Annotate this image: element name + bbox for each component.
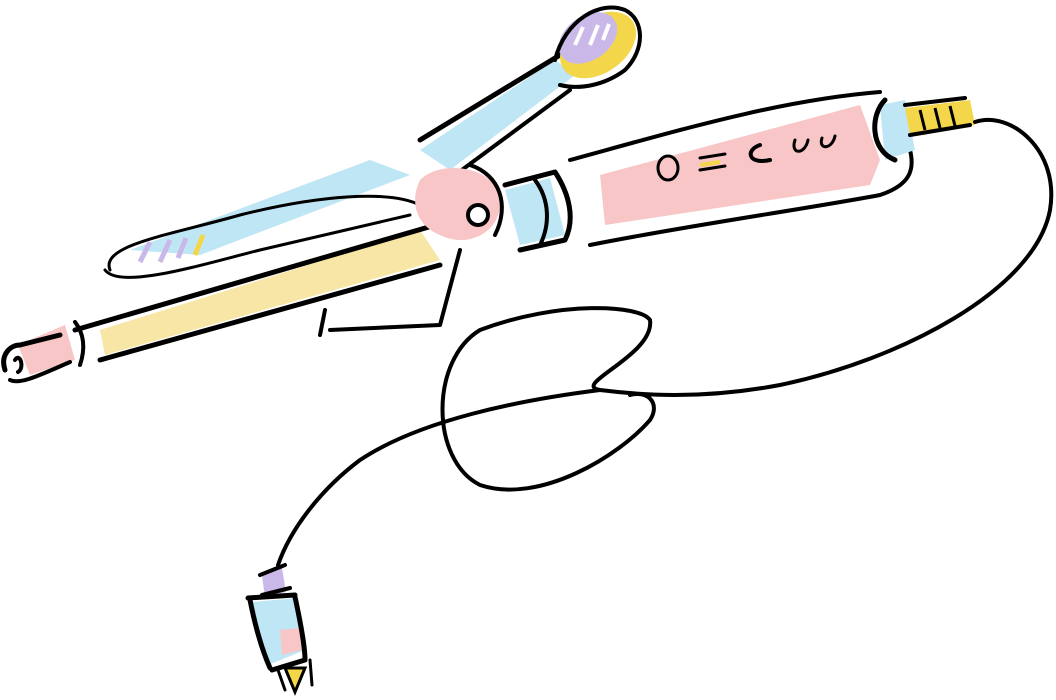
clamp-arm xyxy=(103,52,575,279)
power-cord xyxy=(276,118,1054,567)
clamp-stripes xyxy=(137,234,206,264)
collar xyxy=(502,169,573,253)
handle xyxy=(568,90,914,247)
pivot-hinge xyxy=(415,163,504,241)
barrel-tip xyxy=(1,325,75,384)
plug xyxy=(245,563,314,696)
handle-controls xyxy=(656,134,837,182)
end-cap xyxy=(872,96,975,163)
thumb-lever xyxy=(553,5,642,89)
barrel xyxy=(72,212,473,367)
stand xyxy=(318,248,462,337)
